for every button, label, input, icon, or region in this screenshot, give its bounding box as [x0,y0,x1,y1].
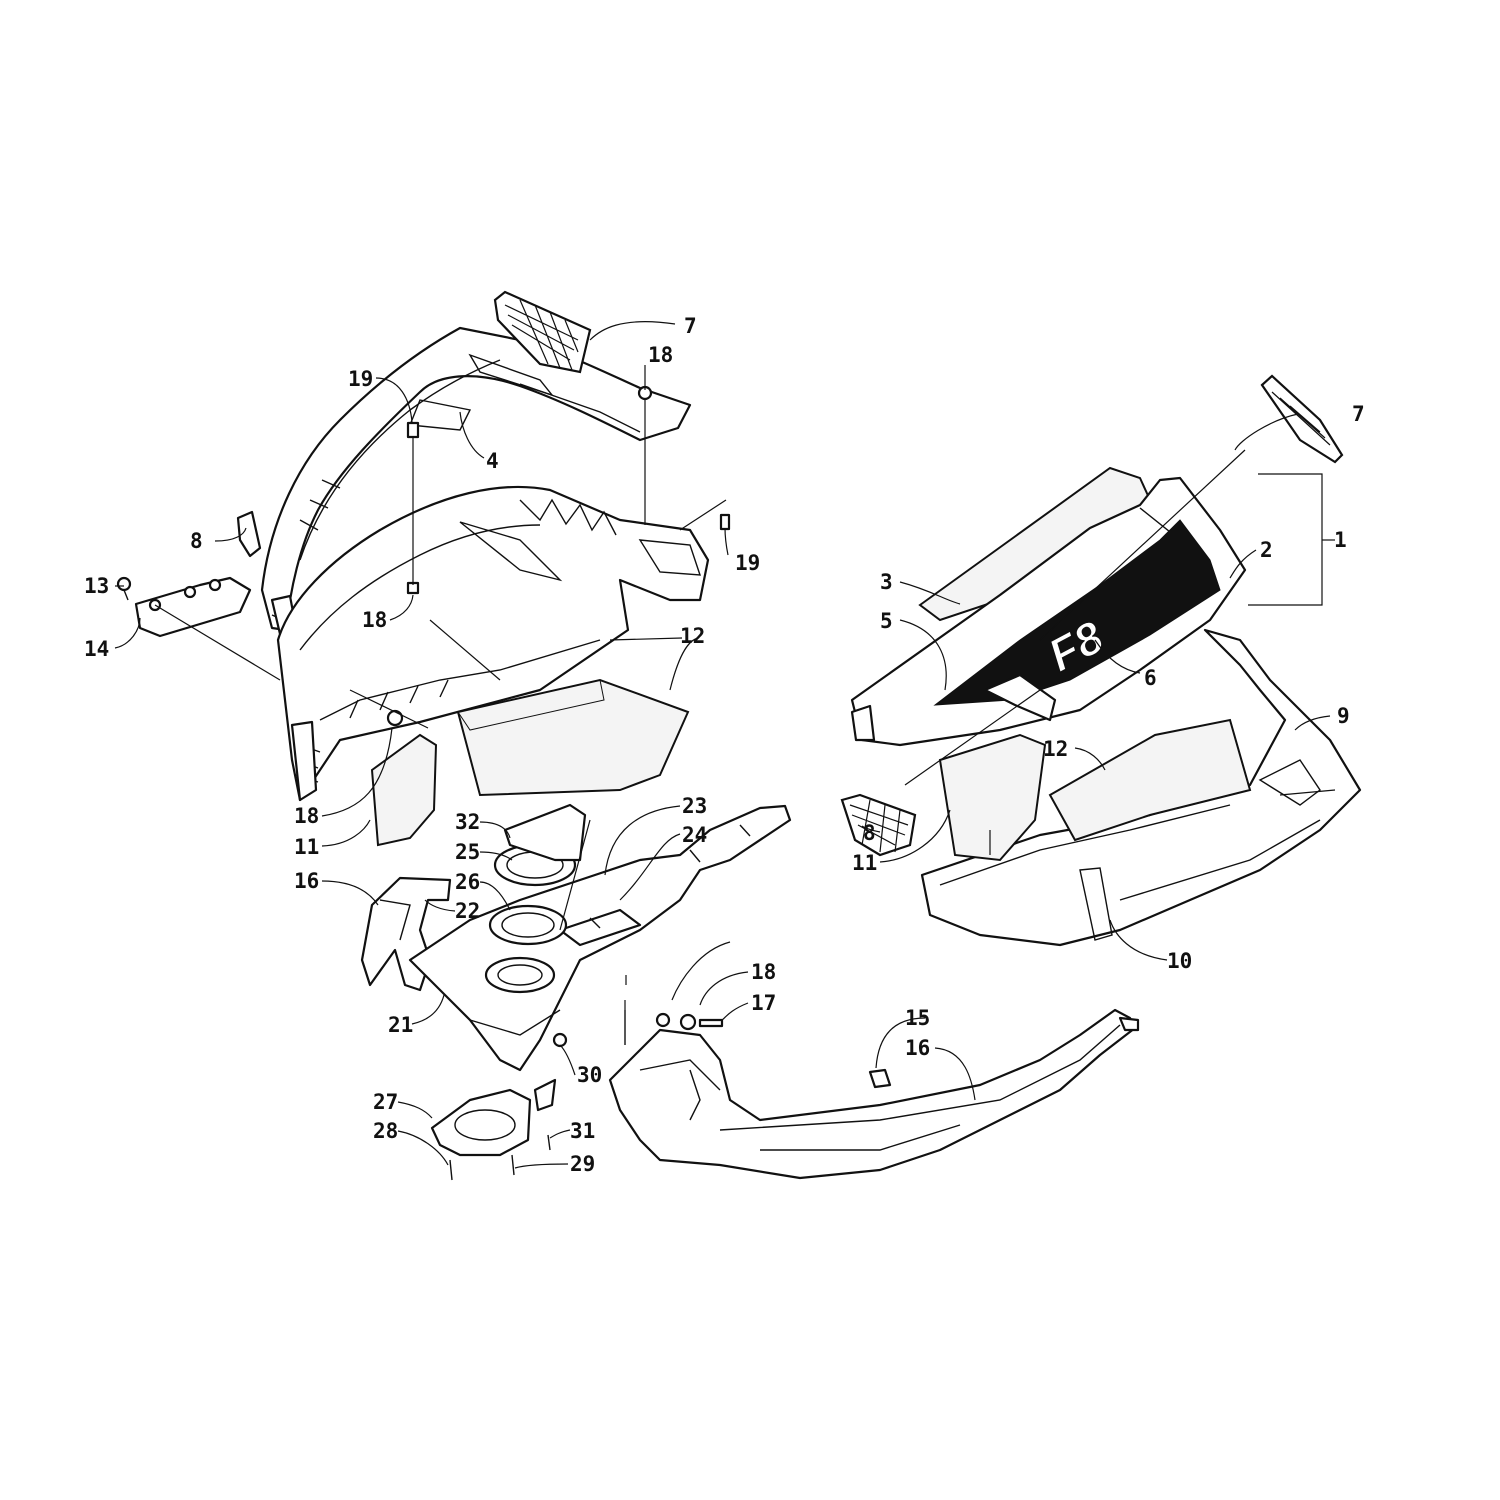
callout-17: 17 [751,991,776,1015]
foam-12-left [456,678,690,797]
callout-15: 15 [905,1006,930,1030]
foam-12-right [1048,718,1252,842]
emblem-8-left [236,510,262,558]
callout-11: 11 [294,835,319,859]
leader-lines [114,321,1336,1169]
callout-8: 8 [863,821,876,845]
callout-3: 3 [880,570,893,594]
callout-23: 24 [682,823,707,847]
callout-19: 19 [735,551,760,575]
callout-18: 18 [362,608,387,632]
hood-top-panel [260,326,692,636]
callout-4: 4 [486,449,499,473]
callout-5: 5 [880,609,893,633]
callout-18: 18 [751,960,776,984]
callout-18: 18 [294,804,319,828]
callout-9: 9 [1337,704,1350,728]
callout-11: 11 [852,851,877,875]
small-parts-27-28-29-30 [449,1010,626,1181]
callouts: 7 18 19 4 8 19 18 13 14 12 18 11 7 1 2 3… [84,314,1365,1176]
plate-31 [503,803,587,862]
callout-28: 29 [570,1152,595,1176]
callout-12: 12 [680,624,705,648]
callout-22: 23 [682,794,707,818]
callout-12: 12 [1043,737,1068,761]
running-board-16 [608,1008,1140,1180]
callout-2: 2 [1260,538,1273,562]
foam-11-left [370,733,438,847]
grille-8-right [840,793,917,857]
nose-frame [276,485,710,802]
callout-26: 27 [373,1090,398,1114]
callout-29: 30 [577,1063,602,1087]
grille-7-right [1260,374,1344,464]
callout-21: 22 [455,899,480,923]
callout-18: 18 [648,343,673,367]
callout-1: 1 [1334,528,1347,552]
callout-30: 31 [570,1119,595,1143]
callout-13: 13 [84,574,109,598]
emblem-5 [983,673,1057,722]
callout-16: 16 [294,869,319,893]
callout-31: 32 [455,810,480,834]
side-panel-2 [850,476,1247,747]
callout-24: 25 [455,840,480,864]
callout-20: 21 [388,1013,413,1037]
callout-7: 7 [1352,402,1365,426]
callout-6: 6 [1144,666,1157,690]
callout-7: 7 [684,314,697,338]
callout-19: 19 [348,367,373,391]
belly-pan-22 [408,804,792,1072]
callout-27: 28 [373,1119,398,1143]
callout-25: 26 [455,870,480,894]
grille-7-left [493,290,592,374]
callout-8: 8 [190,529,203,553]
screw-13 [116,576,132,601]
callout-14: 14 [84,637,109,661]
callout-16: 16 [905,1036,930,1060]
foam-11-right [938,733,1047,862]
lower-duct-26 [430,1088,532,1157]
callout-10: 10 [1167,949,1192,973]
fasteners-bottom [655,1012,892,1089]
lower-side-panel-9-10 [920,628,1362,947]
